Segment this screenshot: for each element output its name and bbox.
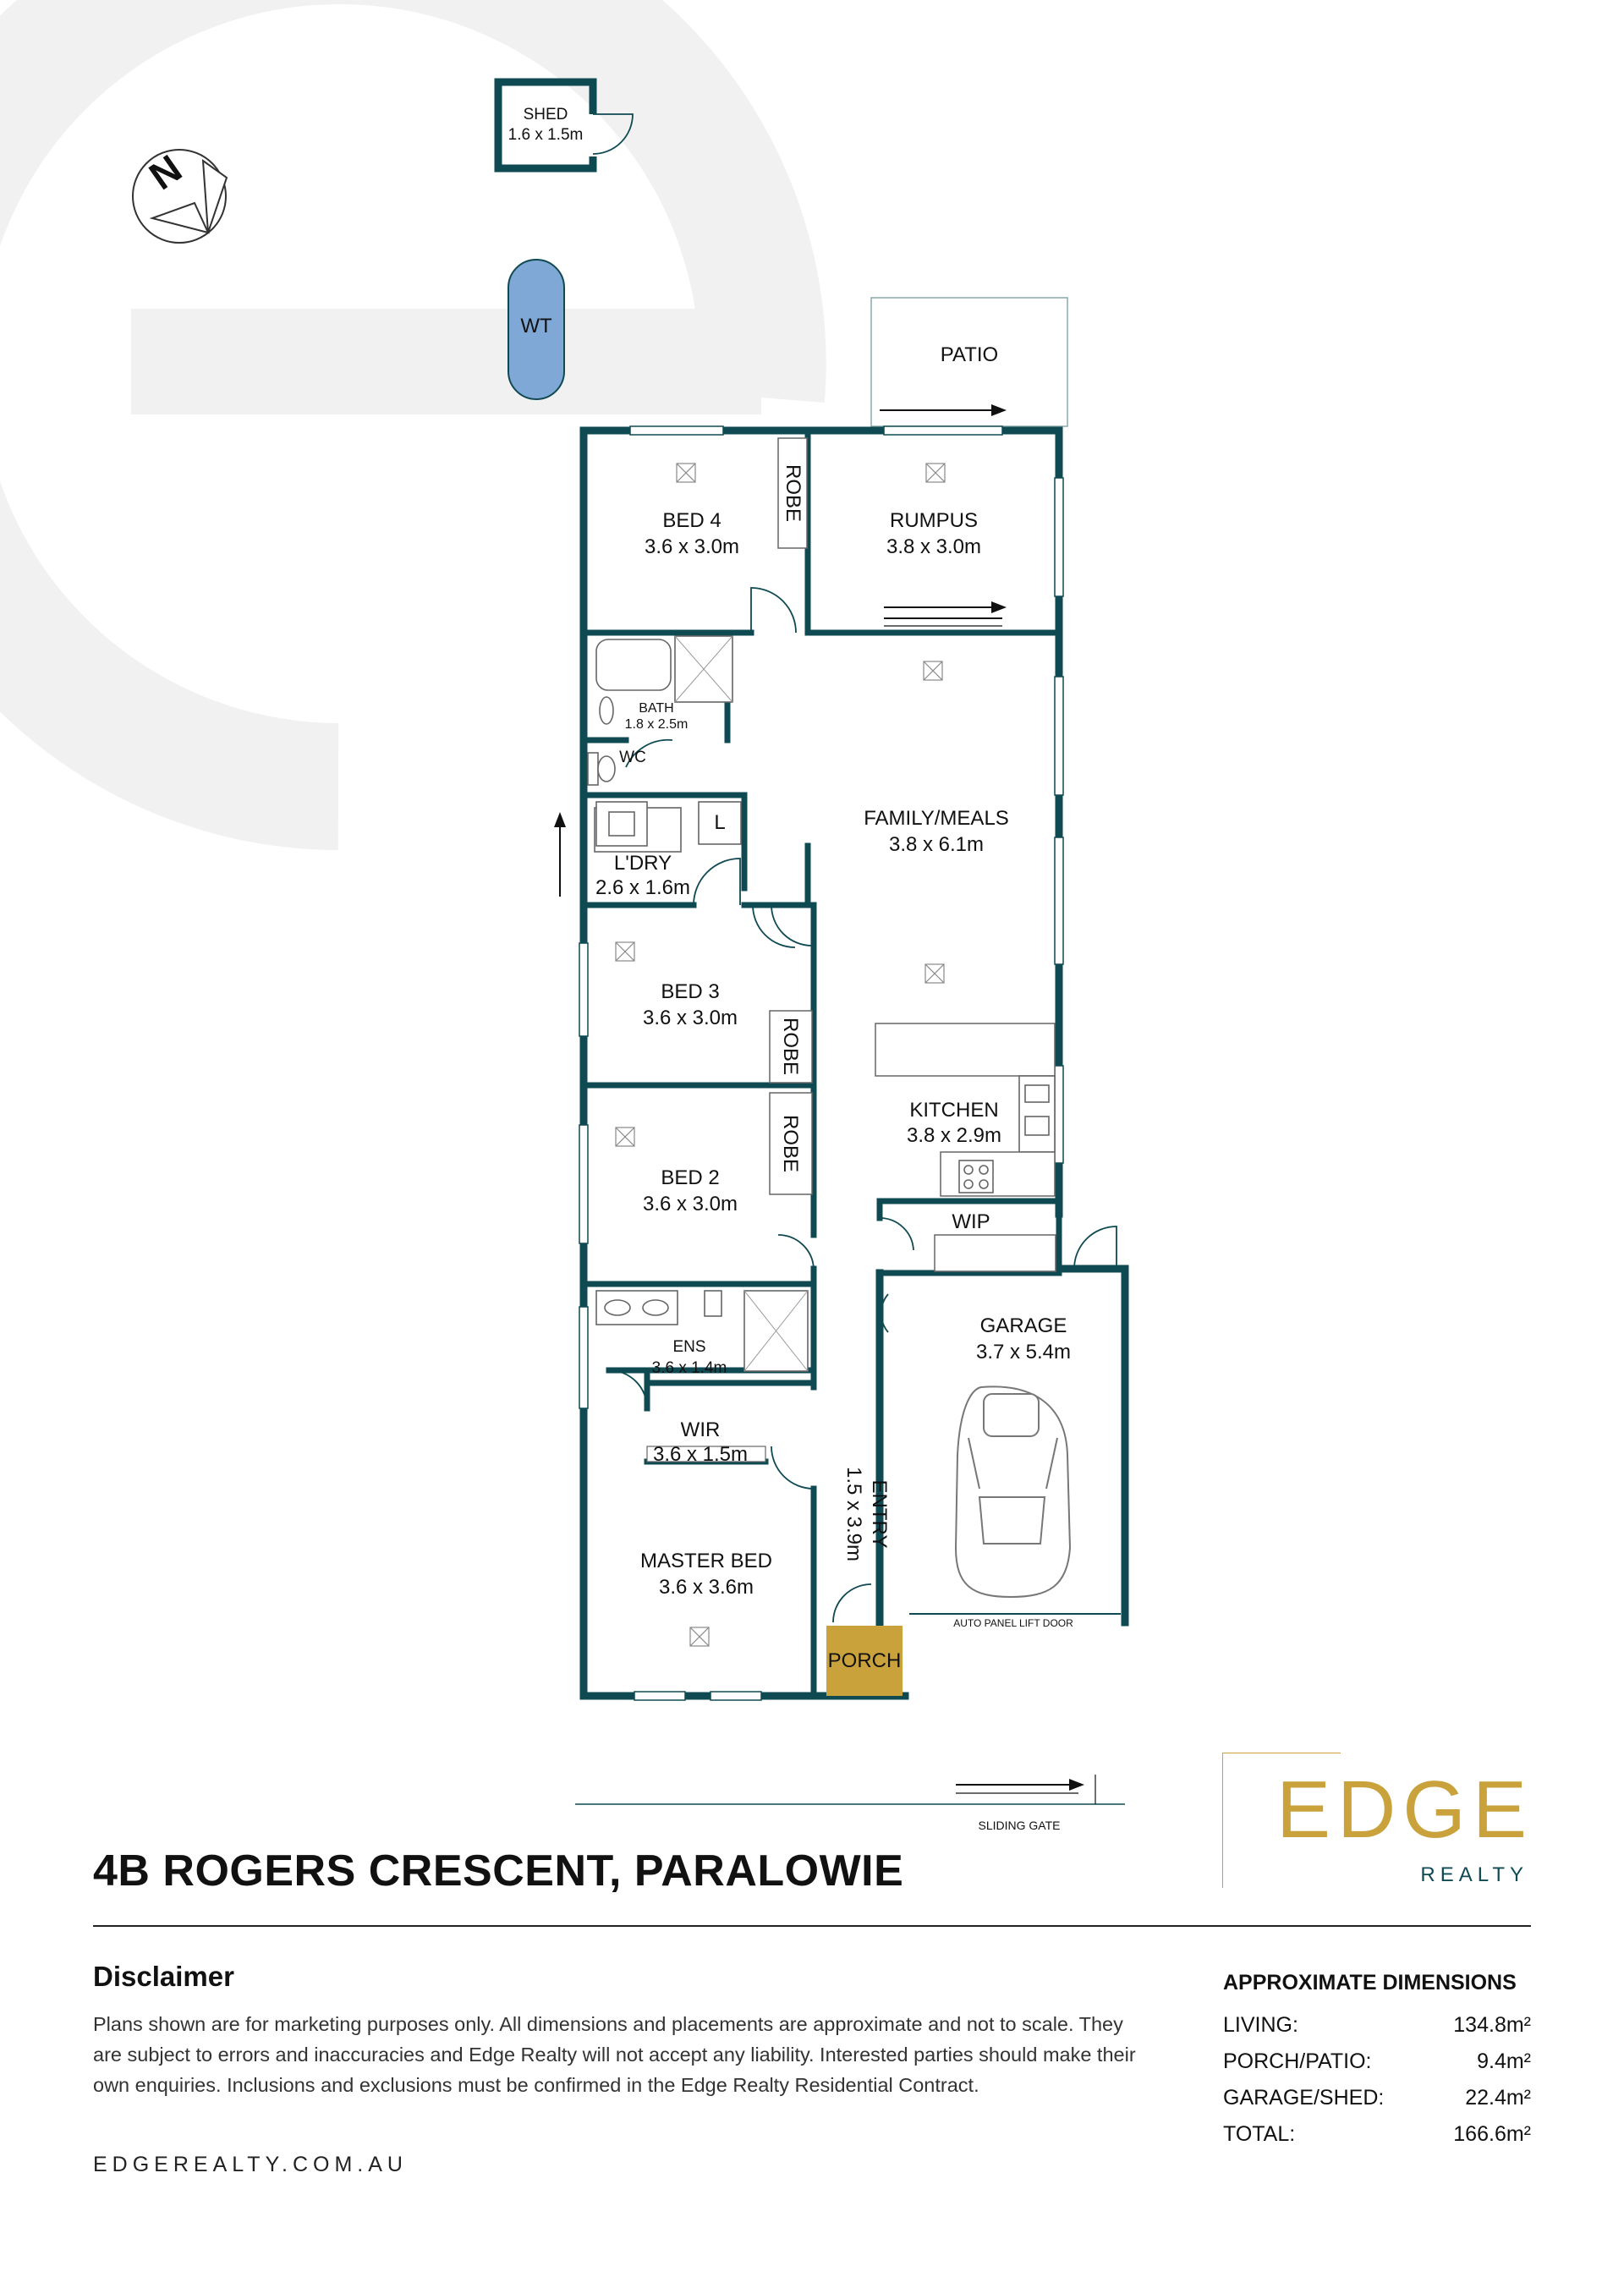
family-meals-size: 3.8 x 6.1m [889,833,984,856]
porch [826,1626,903,1696]
family-meals-label: FAMILY/MEALS [864,807,1009,830]
shed: SHED 1.6 x 1.5m [494,78,634,173]
dimensions-row-living: LIVING: 134.8m² [1223,2013,1531,2038]
site-annotations: AUTO PANEL LIFT DOOR SLIDING GATE [575,1613,1125,1832]
wir-size: 3.6 x 1.5m [653,1443,748,1466]
dimension-value: 166.6m² [1453,2122,1531,2146]
master-bed-label: MASTER BED [640,1550,772,1572]
wip-label: WIP [952,1210,990,1233]
website-link[interactable]: EDGEREALTY.COM.AU [93,2153,408,2176]
bed2-label: BED 2 [661,1166,719,1189]
brand-name: EDGE [1276,1764,1533,1855]
sliding-gate-label: SLIDING GATE [979,1819,1061,1832]
ens-size: 3.6 x 1.4m [652,1359,727,1377]
divider [93,1925,1531,1927]
brand-sub: REALTY [1420,1863,1528,1886]
dimensions-row-total: TOTAL: 166.6m² [1223,2122,1531,2147]
ens-label: ENS [672,1338,705,1356]
ceiling-lights [615,463,946,1647]
linen-label: L [714,811,725,834]
bathroom-fixtures [587,635,809,1372]
wir-label: WIR [681,1418,721,1441]
north-compass-icon: N [132,146,228,244]
entry-label: ENTRY [868,1480,891,1549]
robe-label-bed4: ROBE [782,464,804,522]
shed-label: SHED [524,106,568,123]
rumpus-label: RUMPUS [890,509,978,532]
shed-size: 1.6 x 1.5m [508,126,584,144]
garage-label: GARAGE [980,1314,1067,1337]
bed3-size: 3.6 x 3.0m [643,1007,738,1029]
property-address: 4B ROGERS CRESCENT, PARALOWIE [93,1846,904,1896]
door-swings [608,587,1117,1623]
laundry-label: L'DRY [614,852,672,875]
room-labels: BED 4 3.6 x 3.0m RUMPUS 3.8 x 3.0m BATH … [595,509,1071,1672]
robes: ROBE ROBE ROBE [646,437,813,1462]
porch-label: PORCH [828,1649,902,1672]
dimensions-row-porch-patio: PORCH/PATIO: 9.4m² [1223,2049,1531,2074]
robe-label-bed2: ROBE [779,1115,802,1172]
bed4-label: BED 4 [662,509,721,532]
water-tank-label: WT [520,315,552,337]
dimensions-row-garage-shed: GARAGE/SHED: 22.4m² [1223,2086,1531,2110]
patio: PATIO [870,297,1068,427]
dimension-label: TOTAL: [1223,2122,1296,2146]
windows [579,425,1064,1701]
kitchen-label: KITCHEN [909,1099,998,1122]
car-icon [954,1385,1072,1599]
interior-walls [580,427,1062,1699]
garage-size: 3.7 x 5.4m [976,1341,1071,1363]
entry-size: 1.5 x 3.9m [842,1467,865,1561]
laundry-fixtures: L [595,801,742,847]
robe-label-bed3: ROBE [779,1018,802,1075]
master-bed-size: 3.6 x 3.6m [659,1576,754,1599]
edge-realty-logo: EDGE REALTY [1221,1752,1535,1888]
patio-label: PATIO [941,343,998,366]
kitchen-fixtures [875,1023,1056,1272]
kitchen-size: 3.8 x 2.9m [907,1124,1001,1147]
bed3-label: BED 3 [661,980,719,1003]
water-tank: WT [508,259,565,400]
dimension-label: PORCH/PATIO: [1223,2049,1372,2073]
bath-size: 1.8 x 2.5m [625,717,689,732]
dimension-value: 9.4m² [1477,2049,1531,2073]
wc-label: WC [619,749,646,766]
laundry-size: 2.6 x 1.6m [595,876,690,899]
dimension-value: 134.8m² [1453,2013,1531,2037]
dimension-value: 22.4m² [1465,2086,1531,2110]
dimension-label: GARAGE/SHED: [1223,2086,1385,2110]
sliding-doors [554,601,1007,897]
bed2-size: 3.6 x 3.0m [643,1193,738,1215]
disclaimer-heading: Disclaimer [93,1961,234,1992]
bed4-size: 3.6 x 3.0m [645,535,739,558]
dimensions-heading: APPROXIMATE DIMENSIONS [1223,1971,1517,1994]
garage-door-label: AUTO PANEL LIFT DOOR [953,1617,1073,1629]
bath-label: BATH [639,701,673,716]
watermark-logo [0,0,826,850]
rumpus-size: 3.8 x 3.0m [886,535,981,558]
dimension-label: LIVING: [1223,2013,1298,2037]
disclaimer-text: Plans shown are for marketing purposes o… [93,2013,1136,2096]
